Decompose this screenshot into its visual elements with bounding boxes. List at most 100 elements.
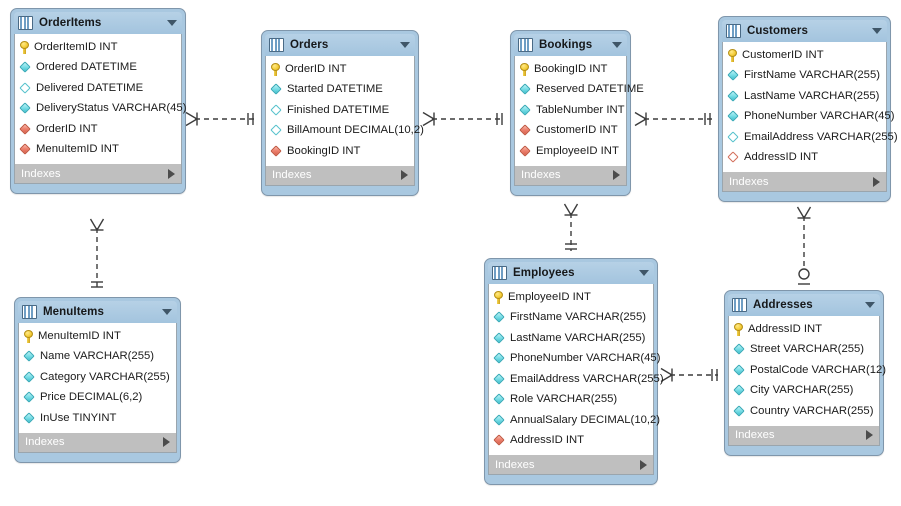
table-header[interactable]: Bookings xyxy=(514,34,627,56)
chevron-down-icon[interactable] xyxy=(639,270,649,276)
column-row[interactable]: AddressID INT xyxy=(489,431,653,452)
column-row[interactable]: Role VARCHAR(255) xyxy=(489,390,653,411)
column-row[interactable]: MenuItemID INT xyxy=(15,140,181,161)
chevron-right-icon[interactable] xyxy=(640,459,647,470)
chevron-right-icon[interactable] xyxy=(163,437,170,447)
column-row[interactable]: LastName VARCHAR(255) xyxy=(723,86,886,107)
chevron-down-icon[interactable] xyxy=(167,20,177,26)
indexes-label: Indexes xyxy=(25,436,65,448)
column-row[interactable]: CustomerID INT xyxy=(723,45,886,66)
column-row[interactable]: Category VARCHAR(255) xyxy=(19,367,176,388)
indexes-section[interactable]: Indexes xyxy=(14,164,182,184)
chevron-right-icon[interactable] xyxy=(866,430,873,440)
foreign-key-diamond-icon xyxy=(270,145,282,157)
relationship-bookings-employees xyxy=(563,203,579,251)
indexes-section[interactable]: Indexes xyxy=(18,432,177,453)
filled-diamond-icon xyxy=(519,104,531,116)
indexes-section[interactable]: Indexes xyxy=(265,165,415,186)
column-row[interactable]: EmployeeID INT xyxy=(515,141,626,162)
column-row[interactable]: LastName VARCHAR(255) xyxy=(489,328,653,349)
column-row[interactable]: OrderID INT xyxy=(266,59,414,80)
column-row[interactable]: EmailAddress VARCHAR(255) xyxy=(723,127,898,148)
column-row[interactable]: AnnualSalary DECIMAL(10,2) xyxy=(489,410,660,431)
chevron-down-icon[interactable] xyxy=(400,42,410,48)
column-row[interactable]: PhoneNumber VARCHAR(45) xyxy=(489,349,660,370)
filled-diamond-icon xyxy=(727,110,739,122)
column-row[interactable]: Name VARCHAR(255) xyxy=(19,347,176,368)
column-row[interactable]: AddressID INT xyxy=(729,319,879,340)
table-header[interactable]: OrderItems xyxy=(14,12,182,34)
chevron-down-icon[interactable] xyxy=(612,42,622,48)
hollow-foreign-key-diamond-icon xyxy=(727,151,739,163)
column-label: MenuItemID INT xyxy=(36,143,119,156)
column-row[interactable]: Country VARCHAR(255) xyxy=(729,401,879,422)
table-header[interactable]: MenuItems xyxy=(18,301,177,323)
column-row[interactable]: OrderItemID INT xyxy=(15,37,181,58)
column-row[interactable]: OrderID INT xyxy=(15,119,181,140)
table-columns: MenuItemID INT Name VARCHAR(255) Category … xyxy=(18,323,177,433)
table-header[interactable]: Addresses xyxy=(728,294,880,316)
table-header[interactable]: Orders xyxy=(265,34,415,56)
hollow-diamond-icon xyxy=(19,82,31,94)
filled-diamond-icon xyxy=(23,391,35,403)
column-row[interactable]: Finished DATETIME xyxy=(266,100,414,121)
column-row[interactable]: EmployeeID INT xyxy=(489,287,653,308)
column-row[interactable]: BookingID INT xyxy=(266,141,414,162)
chevron-down-icon[interactable] xyxy=(865,302,875,308)
column-row[interactable]: BillAmount DECIMAL(10,2) xyxy=(266,121,424,142)
indexes-label: Indexes xyxy=(521,169,561,181)
indexes-section[interactable]: Indexes xyxy=(514,165,627,186)
column-row[interactable]: PhoneNumber VARCHAR(45) xyxy=(723,107,894,128)
indexes-section[interactable]: Indexes xyxy=(728,425,880,446)
chevron-right-icon[interactable] xyxy=(873,176,880,187)
primary-key-icon xyxy=(734,322,743,336)
column-row[interactable]: FirstName VARCHAR(255) xyxy=(723,66,886,87)
indexes-label: Indexes xyxy=(495,458,535,471)
chevron-down-icon[interactable] xyxy=(162,309,172,315)
table-name: OrderItems xyxy=(39,17,102,29)
column-row[interactable]: Price DECIMAL(6,2) xyxy=(19,388,176,409)
indexes-section[interactable]: Indexes xyxy=(488,455,654,475)
table-header[interactable]: Employees xyxy=(488,262,654,284)
column-row[interactable]: City VARCHAR(255) xyxy=(729,381,879,402)
column-row[interactable]: EmailAddress VARCHAR(255) xyxy=(489,369,664,390)
table-header[interactable]: Customers xyxy=(722,20,887,42)
column-row[interactable]: InUse TINYINT xyxy=(19,408,176,429)
chevron-right-icon[interactable] xyxy=(168,168,175,179)
column-label: Name VARCHAR(255) xyxy=(40,350,155,363)
chevron-right-icon[interactable] xyxy=(613,170,620,180)
filled-diamond-icon xyxy=(733,343,745,355)
column-row[interactable]: PostalCode VARCHAR(12) xyxy=(729,360,886,381)
column-row[interactable]: TableNumber INT xyxy=(515,100,626,121)
primary-key-icon xyxy=(494,290,503,304)
column-row[interactable]: Ordered DATETIME xyxy=(15,58,181,79)
column-row[interactable]: CustomerID INT xyxy=(515,121,626,142)
indexes-section[interactable]: Indexes xyxy=(722,172,887,192)
column-label: OrderID INT xyxy=(36,122,98,135)
column-row[interactable]: Delivered DATETIME xyxy=(15,78,181,99)
column-row[interactable]: Started DATETIME xyxy=(266,80,414,101)
column-row[interactable]: Street VARCHAR(255) xyxy=(729,340,879,361)
filled-diamond-icon xyxy=(493,311,505,323)
column-row[interactable]: BookingID INT xyxy=(515,59,626,80)
column-row[interactable]: DeliveryStatus VARCHAR(45) xyxy=(15,99,186,120)
column-row[interactable]: FirstName VARCHAR(255) xyxy=(489,308,653,329)
table-name: Customers xyxy=(747,25,808,37)
column-row[interactable]: Reserved DATETIME xyxy=(515,80,644,101)
column-row[interactable]: AddressID INT xyxy=(723,148,886,169)
column-row[interactable]: MenuItemID INT xyxy=(19,326,176,347)
column-label: LastName VARCHAR(255) xyxy=(744,89,880,102)
relationship-bookings-customers xyxy=(634,111,712,127)
chevron-right-icon[interactable] xyxy=(401,170,408,180)
column-label: Reserved DATETIME xyxy=(536,83,644,96)
chevron-down-icon[interactable] xyxy=(872,28,882,34)
